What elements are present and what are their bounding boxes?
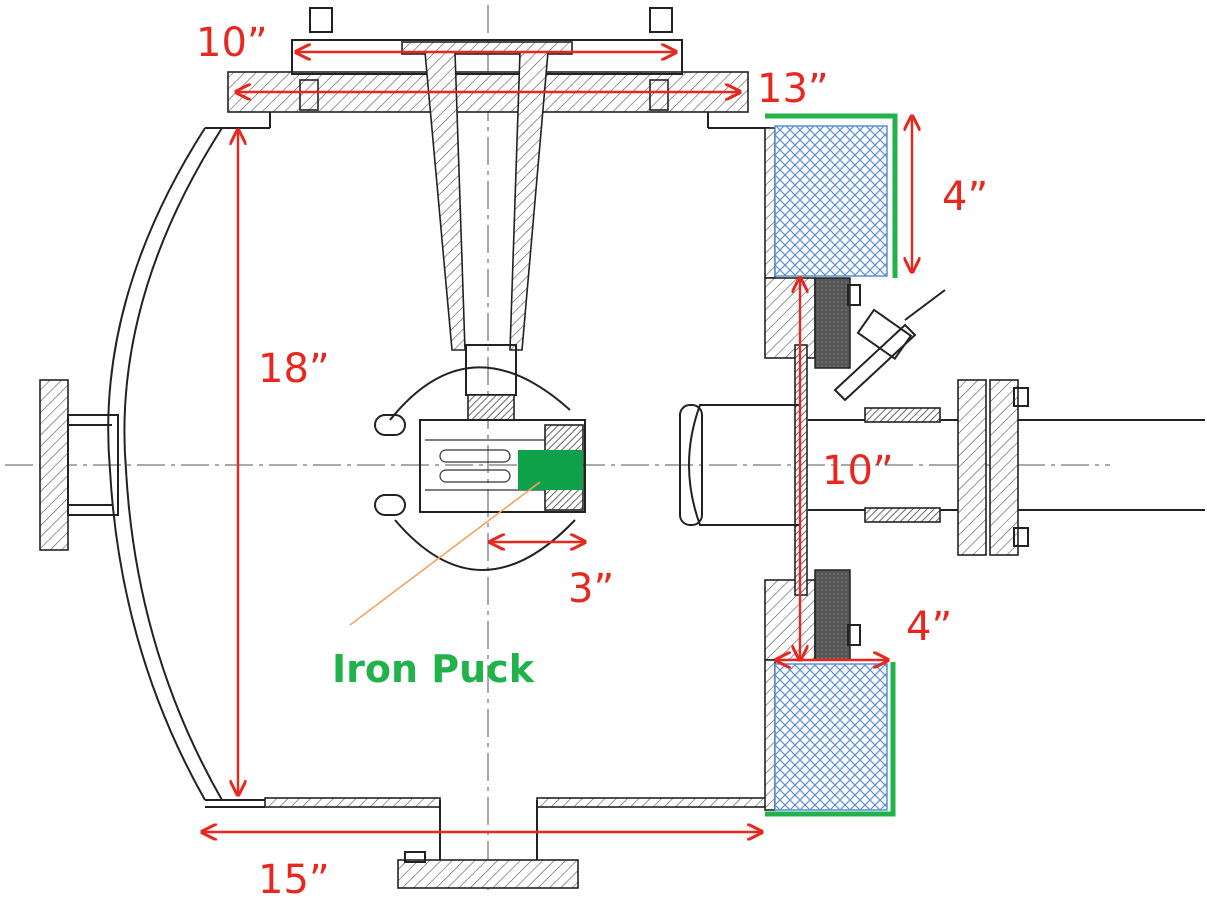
top-flange-cap <box>291 39 683 75</box>
transfer-arm <box>679 379 1205 556</box>
bottom-wall-right <box>536 797 768 808</box>
coil-upper <box>774 125 888 277</box>
left-port-tube <box>67 414 119 516</box>
iron-puck-label: Iron Puck <box>332 647 535 691</box>
arm-head <box>688 404 801 526</box>
top-bolt-right <box>649 7 673 33</box>
chamber-dome-outer <box>107 127 206 801</box>
dim-label-coil-height: 4” <box>942 174 988 220</box>
puck-holder <box>374 366 586 571</box>
top-bolt-left <box>309 7 333 33</box>
dimension-arrows <box>202 52 912 832</box>
dim-label-coil-width: 4” <box>906 604 952 650</box>
side-probe <box>833 289 946 402</box>
coil-lower-shield <box>765 662 896 817</box>
dim-label-top-inner: 10” <box>196 20 268 66</box>
left-port-flange <box>39 379 69 551</box>
dim-label-top-outer: 13” <box>757 66 829 112</box>
iron-puck <box>518 450 583 490</box>
flange-bolt-right <box>649 79 669 111</box>
magnet-coils <box>765 113 898 817</box>
chamber-dome-inner <box>123 127 223 801</box>
bellows-top <box>864 407 941 423</box>
dim-label-port-flange: 10” <box>822 448 894 494</box>
holder-lower-shell <box>394 519 576 571</box>
bottom-wall-left <box>264 797 441 808</box>
flange-bolt-left <box>299 79 319 111</box>
left-port <box>39 379 119 551</box>
coil-upper-shield <box>765 113 898 278</box>
dim-label-chamber-height: 18” <box>258 346 330 392</box>
holder-upper-shell <box>389 366 571 421</box>
puck-leader-line <box>349 481 541 626</box>
feedthrough-tip <box>467 394 515 421</box>
bellows-bottom <box>864 507 941 523</box>
bottom-port-flange <box>397 859 579 889</box>
right-port-flange-a <box>957 379 987 556</box>
holder-cage <box>419 419 586 513</box>
central-feedthrough <box>424 51 549 421</box>
right-port-flange-b <box>989 379 1019 556</box>
dim-label-puck-travel: 3” <box>568 566 614 612</box>
coil-lower <box>774 663 888 811</box>
dim-label-chamber-width: 15” <box>258 857 330 899</box>
chamber-body <box>107 112 770 808</box>
